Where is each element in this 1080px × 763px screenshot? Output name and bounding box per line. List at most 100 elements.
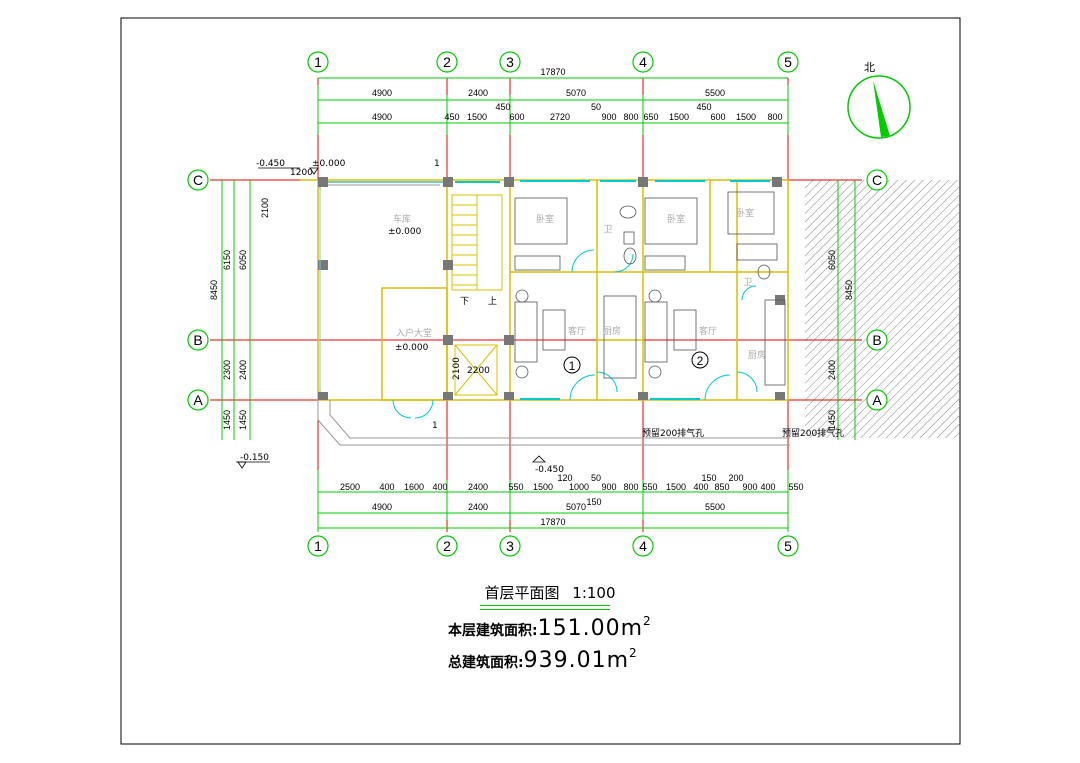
room-bedroom-2: 卧室: [667, 213, 685, 225]
axis-label-bottom-1: 1: [314, 538, 322, 554]
vent-note-1: 预留200排气孔: [642, 427, 704, 439]
unit-label-1: 1: [569, 359, 576, 373]
north-label: 北: [864, 61, 875, 74]
drawing-name: 首层平面图: [484, 584, 560, 602]
dim-bot-r2-3: 5500: [705, 502, 725, 512]
dim-top-r3-5: 900: [601, 112, 616, 122]
dim-bot-r2-2: 5070: [566, 502, 586, 512]
room-bedroom-3: 卧室: [736, 207, 754, 219]
elevation-mark-5: -0.150: [240, 453, 269, 463]
dim-bot-r1-11: 1500: [666, 482, 686, 492]
dim-bot-r1-16: 550: [788, 482, 803, 492]
dim-bot-extra-4: 200: [728, 473, 743, 483]
room-kitchen-2: 厨房: [748, 349, 766, 361]
dim-left-inner-0: 6050: [238, 250, 248, 270]
elevation-mark-6: -0.450: [535, 465, 564, 475]
dim-left-inner-1: 2400: [238, 360, 248, 380]
total-area-row: 总建筑面积:939.01m2: [448, 642, 690, 674]
room-lobby: 入户大堂: [396, 327, 432, 339]
dim-left-inner-2: 1450: [238, 410, 248, 430]
axis-label-bottom-3: 3: [506, 538, 514, 554]
elevation-mark-4: ±0.000: [395, 343, 429, 353]
dim-bot-extra-2: 150: [586, 497, 601, 507]
axis-label-top-1: 1: [314, 54, 322, 70]
dim-right-inner-1: 2400: [827, 360, 837, 380]
north-arrow: 北: [847, 61, 911, 139]
building-walls: [300, 179, 789, 401]
dim-top-r3-11: 800: [767, 112, 782, 122]
dim-top-r3-2: 1500: [467, 112, 487, 122]
dim-bot-r1-12: 400: [693, 482, 708, 492]
dim-bot-r1-6: 1500: [533, 482, 553, 492]
dim-bot-r1-4: 2400: [468, 482, 488, 492]
dimension-lines: [221, 77, 856, 529]
dim-top-r3-4: 2720: [550, 112, 570, 122]
axis-label-left-a: A: [193, 392, 203, 408]
dim-bot-r1-2: 1600: [404, 482, 424, 492]
floor-area-unit-sup: 2: [643, 614, 651, 628]
misc-dim-3: 2100: [452, 357, 462, 380]
drawing-scale: 1:100: [572, 584, 616, 602]
room-living-2: 客厅: [699, 325, 717, 337]
axis-label-right-a: A: [872, 392, 882, 408]
dim-bot-r1-13: 850: [714, 482, 729, 492]
misc-dim-0: 1200: [290, 168, 313, 178]
dim-bot-r1-9: 800: [623, 482, 638, 492]
room-living-1: 客厅: [568, 325, 586, 337]
axis-label-top-5: 5: [784, 54, 792, 70]
stair-label-down: 下: [460, 297, 469, 307]
dim-bot-r1-15: 400: [760, 482, 775, 492]
axis-label-right-b: B: [872, 332, 881, 348]
axis-label-top-4: 4: [639, 54, 647, 70]
elevation-mark-1: -0.450: [256, 159, 285, 169]
dim-bot-r1-5: 550: [508, 482, 523, 492]
dim-bot-r1-14: 900: [742, 482, 757, 492]
grid-lines: [210, 78, 862, 532]
axis-bubbles: [187, 51, 888, 557]
dim-top-r3-1: 450: [444, 112, 459, 122]
dim-bot-extra-1: 50: [591, 473, 601, 483]
axis-label-bottom-2: 2: [443, 538, 451, 554]
dim-top-overall: 17870: [540, 67, 565, 77]
total-area-label: 总建筑面积:: [448, 655, 524, 671]
dim-bot-r2-1: 2400: [468, 502, 488, 512]
room-wc-2: 卫: [743, 278, 752, 288]
axis-label-top-2: 2: [443, 54, 451, 70]
dim-top-r3-7: 650: [643, 112, 658, 122]
total-area-unit-sup: 2: [629, 646, 637, 660]
dim-bot-r1-10: 550: [642, 482, 657, 492]
room-garage: 车库: [393, 213, 411, 225]
dim-left-mid-2: 1450: [222, 410, 232, 430]
elevation-mark-3: ±0.000: [388, 227, 422, 237]
axis-label-right-c: C: [872, 172, 882, 188]
dim-bot-extra-3: 150: [701, 473, 716, 483]
elevation-markers: [236, 167, 546, 469]
dim-top-extra-2: 450: [696, 102, 711, 112]
dim-top-r2-1: 2400: [468, 88, 488, 98]
floor-area-row: 本层建筑面积:151.00m2: [448, 610, 690, 642]
dim-bot-r1-7: 1000: [569, 482, 589, 492]
dim-left-mid-0: 6150: [222, 250, 232, 270]
unit-number-circles: [563, 351, 709, 374]
room-wc-1: 卫: [603, 225, 612, 235]
dim-bot-r1-8: 900: [601, 482, 616, 492]
windows-and-doors: [319, 180, 770, 419]
dim-right-inner-0: 6050: [827, 250, 837, 270]
stair-label-up: 上: [488, 296, 497, 307]
drawing-title: 首层平面图 1:100: [410, 582, 690, 603]
total-area-value: 939.01m: [523, 648, 630, 673]
stair: [451, 194, 503, 396]
dim-top-extra-0: 450: [495, 102, 510, 112]
dim-left-stair: 2100: [260, 198, 270, 218]
dim-top-r3-0: 4900: [372, 112, 392, 122]
dim-top-r2-3: 5500: [705, 88, 725, 98]
dim-top-r2-0: 4900: [372, 88, 392, 98]
axis-label-left-c: C: [193, 172, 203, 188]
misc-dim-2: 2200: [467, 366, 490, 376]
room-kitchen-1: 厨房: [603, 325, 621, 337]
axis-label-bottom-4: 4: [639, 538, 647, 554]
dim-bot-extra-0: 120: [557, 473, 572, 483]
dim-right-overall: 8450: [844, 280, 854, 300]
furniture: [514, 191, 786, 386]
